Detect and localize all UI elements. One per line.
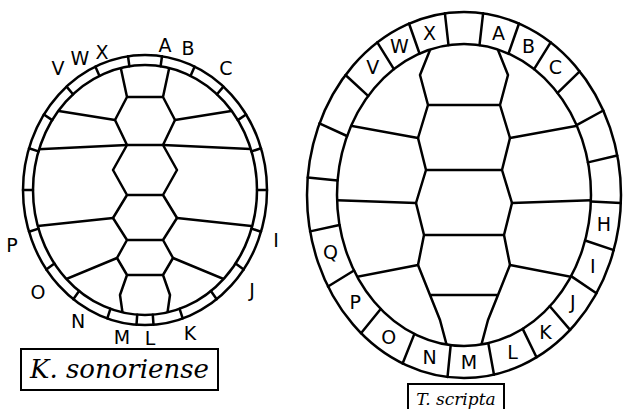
scute-letter: A (159, 35, 172, 55)
scute-letter: A (492, 23, 505, 43)
species-label-box: K. sonoriense (20, 348, 219, 391)
scute-letter: J (249, 280, 255, 300)
scute-letter: O (381, 326, 396, 346)
vertebral-column (113, 55, 177, 330)
central-scutes (20, 55, 270, 330)
scute-letter: W (390, 36, 409, 56)
scute-letter: Q (323, 242, 338, 262)
scute-letter: X (95, 42, 108, 62)
costal-seams (20, 108, 270, 290)
scute-letter: H (597, 214, 611, 234)
scute-letter: C (549, 57, 562, 77)
scute-letter: I (590, 255, 596, 275)
scute-letter: V (52, 58, 65, 78)
scute-letter: N (71, 311, 85, 331)
scute-letter: L (145, 328, 156, 348)
scute-letter: W (71, 48, 90, 68)
scute-letter: K (184, 323, 196, 343)
scute-letter: J (570, 292, 576, 312)
vertebral-column (416, 40, 512, 350)
species-label-box: T. scripta (407, 383, 505, 409)
scute-letter: I (273, 230, 279, 250)
scripta-carapace (307, 12, 621, 378)
scute-letter: M (461, 351, 477, 371)
species-name: K. sonoriense (30, 354, 209, 385)
scute-letter: O (31, 282, 46, 302)
scute-letter: X (423, 23, 436, 43)
scute-letter: K (539, 321, 551, 341)
scute-letter: V (366, 57, 379, 77)
scute-letter: B (522, 36, 535, 56)
scute-letter: M (114, 327, 130, 347)
costal-seams (330, 122, 598, 282)
sonoriense-carapace (20, 55, 270, 330)
scute-letter: L (507, 342, 518, 362)
scute-letter: C (219, 58, 232, 78)
scute-letter: N (422, 347, 436, 367)
carapace-outline (307, 12, 621, 378)
marginal-inner-edge (33, 65, 257, 315)
central-scutes (330, 40, 598, 350)
scute-letter: P (6, 235, 17, 255)
marginal-seams (308, 13, 621, 377)
scute-letter: B (181, 38, 194, 58)
species-name: T. scripta (416, 389, 496, 409)
carapace-outline (23, 55, 267, 325)
marginal-inner-edge (337, 44, 591, 346)
scute-letter: P (349, 292, 360, 312)
